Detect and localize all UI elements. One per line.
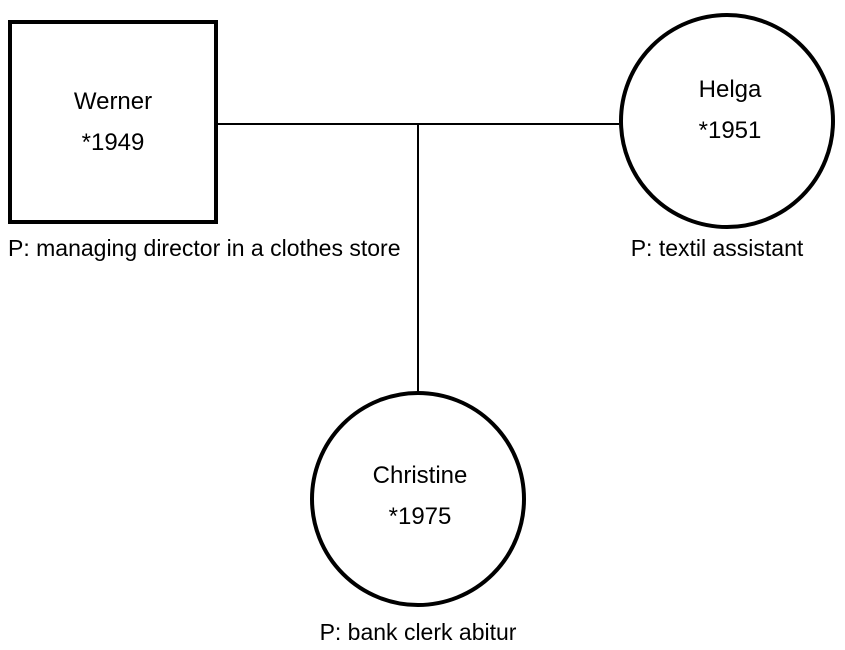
christine-birth-label: *1975 — [389, 503, 452, 530]
helga-name-label: Helga — [699, 76, 762, 103]
werner-birth-label: *1949 — [82, 129, 145, 156]
helga-circle-shape[interactable] — [619, 13, 835, 229]
christine-name-label: Christine — [373, 462, 468, 489]
helga-profession-caption: P: textil assistant — [631, 235, 804, 261]
person-node-helga[interactable]: Helga *1951 — [619, 13, 835, 229]
werner-name-label: Werner — [74, 88, 152, 115]
relation-lines — [218, 123, 619, 393]
werner-profession-caption: P: managing director in a clothes store — [8, 235, 400, 261]
person-node-christine[interactable]: Christine *1975 — [310, 391, 526, 607]
helga-birth-label: *1951 — [699, 117, 762, 144]
christine-circle-shape[interactable] — [310, 391, 526, 607]
christine-profession-caption: P: bank clerk abitur — [320, 619, 517, 645]
person-node-werner[interactable]: Werner *1949 — [8, 20, 218, 224]
werner-square-shape[interactable] — [8, 20, 218, 224]
